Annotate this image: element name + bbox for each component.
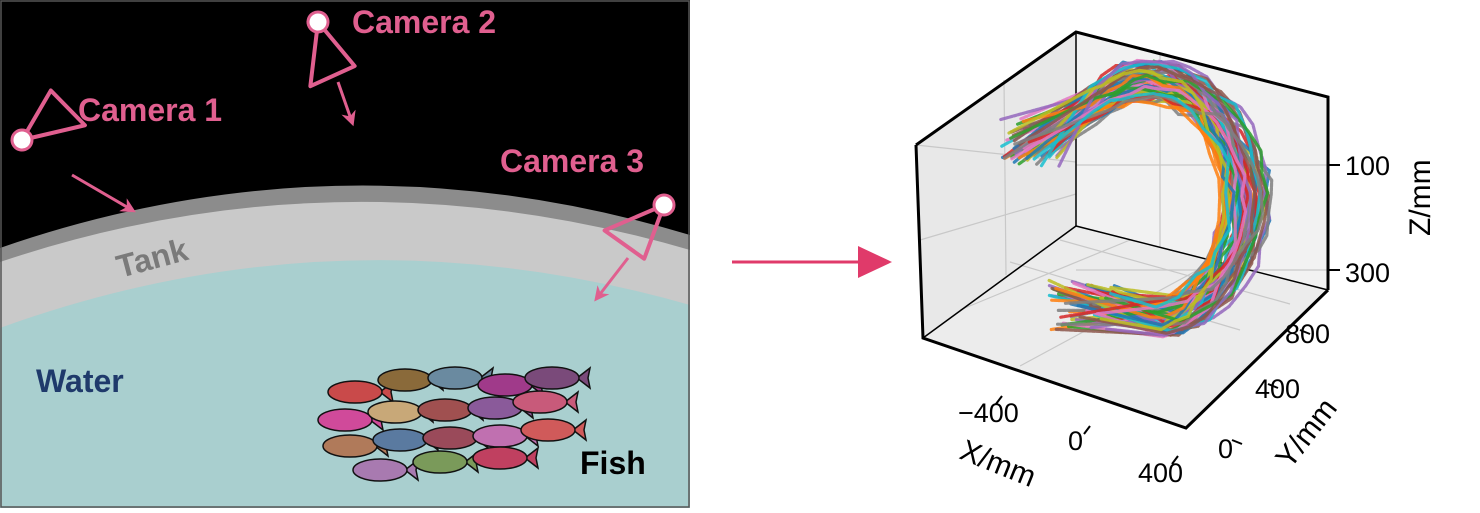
z-axis-label: Z/mm [1404,159,1437,236]
camera-icon [306,10,357,89]
right-arrow-icon [732,246,892,278]
fish-icon [472,446,540,470]
x-axis-label: X/mm [955,434,1040,494]
water-label: Water [36,363,124,399]
camera-3-arrow [594,257,630,302]
z-tick-100: 100 [1345,151,1390,181]
x-tick-400: 400 [1138,458,1183,488]
y-tick-0: 0 [1218,434,1233,464]
tick-marks [995,164,1340,465]
y-axis-label: Y/mm [1270,392,1344,474]
camera-1 [10,88,87,152]
tank-schematic [0,0,690,508]
y-tick-400: 400 [1255,374,1300,404]
trajectory-line [1007,68,1231,332]
trajectory-line [1010,84,1248,316]
trajectory-line [1013,95,1265,305]
camera-2-arrow [336,81,356,127]
fish-icon [524,366,592,390]
y-tick-800: 800 [1285,319,1330,349]
fish-icon [520,418,588,442]
trajectory-line [1057,59,1253,337]
camera-1-label: Camera 1 [78,92,222,128]
fish-label: Fish [580,445,646,481]
trajectory-line [1032,91,1232,309]
fish-icon [512,390,580,414]
x-tick-minus-400: −400 [958,398,1019,428]
camera-icon [10,88,87,152]
camera-1-arrow [71,173,136,213]
trajectories [999,58,1274,339]
trajectory-plot-3d: 100 300 −400 0 400 0 400 800 Z/mm X/mm Y… [914,30,1437,494]
panel-border [0,0,690,508]
camera-2 [306,10,357,89]
z-tick-300: 300 [1345,258,1390,288]
fish-school [317,366,592,482]
x-tick-0: 0 [1068,426,1083,456]
axes-box [914,30,1330,430]
camera-3-label: Camera 3 [500,143,644,179]
fish-icon [412,450,480,474]
camera-3 [602,193,676,261]
camera-icon [602,193,676,261]
camera-2-label: Camera 2 [352,4,496,40]
